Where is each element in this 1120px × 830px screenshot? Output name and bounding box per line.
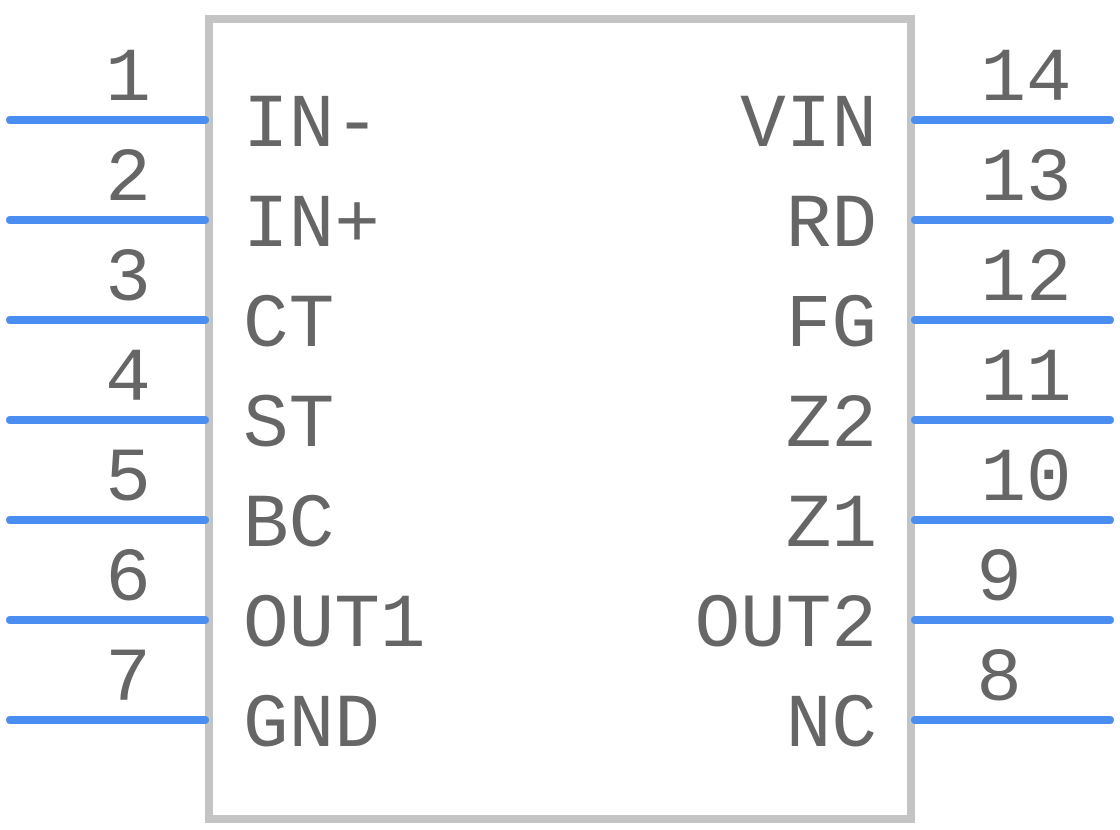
- pin-name: IN+: [243, 183, 380, 269]
- pin-name: OUT1: [243, 583, 425, 669]
- pin-name: GND: [243, 683, 380, 769]
- pin-number: 3: [105, 237, 151, 323]
- pin-name: RD: [786, 183, 877, 269]
- pin-3: 3CT: [6, 237, 334, 369]
- pin-number: 10: [980, 437, 1071, 523]
- pin-number: 12: [980, 237, 1071, 323]
- pin-number: 14: [980, 37, 1071, 123]
- pin-name: CT: [243, 283, 334, 369]
- ic-body: [205, 15, 915, 823]
- pin-name: Z1: [786, 483, 877, 569]
- pin-number: 1: [105, 37, 151, 123]
- pin-number: 9: [976, 537, 1022, 623]
- pin-number: 13: [980, 137, 1071, 223]
- pin-4: 4ST: [6, 337, 334, 469]
- pin-name: VIN: [740, 83, 877, 169]
- pin-name: OUT2: [695, 583, 877, 669]
- pin-name: NC: [786, 683, 877, 769]
- pin-number: 11: [980, 337, 1071, 423]
- pin-number: 8: [976, 637, 1022, 723]
- pin-number: 7: [105, 637, 151, 723]
- pin-1: 1IN-: [6, 37, 380, 169]
- pin-name: IN-: [243, 83, 380, 169]
- pin-name: Z2: [786, 383, 877, 469]
- pin-number: 2: [105, 137, 151, 223]
- pin-name: BC: [243, 483, 334, 569]
- pin-number: 4: [105, 337, 151, 423]
- pin-name: ST: [243, 383, 334, 469]
- pin-5: 5BC: [6, 437, 334, 569]
- pin-number: 5: [105, 437, 151, 523]
- pin-number: 6: [105, 537, 151, 623]
- pin-2: 2IN+: [6, 137, 380, 269]
- pin-8: 8NC: [786, 637, 1114, 769]
- pin-name: FG: [786, 283, 877, 369]
